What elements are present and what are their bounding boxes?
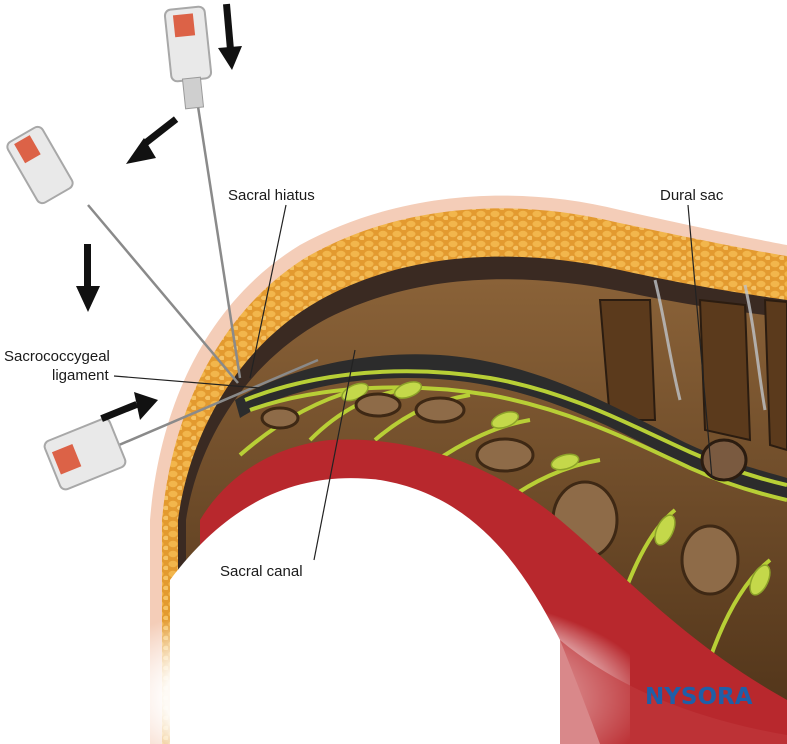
nysora-logo: NYSORA (645, 684, 753, 710)
leader-lines (113, 204, 713, 561)
needle-3 (43, 358, 319, 491)
nerve-ganglia (341, 381, 771, 596)
label-sacral-hiatus: Sacral hiatus (228, 187, 315, 204)
label-sacral-canal: Sacral canal (220, 563, 303, 580)
dural-sac-shape (700, 438, 748, 482)
arrow-down-icon (76, 244, 100, 312)
arrow-down-left-icon (126, 116, 179, 164)
label-sacrococcygeal-line2: ligament (52, 367, 109, 384)
label-sacrococcygeal-line1: Sacrococcygeal (4, 348, 110, 365)
needle-2 (6, 125, 239, 384)
needle-1 (163, 5, 242, 379)
vertebral-bodies (598, 298, 787, 452)
arrow-down-icon (218, 3, 242, 70)
dural-sac-stripes (653, 279, 767, 411)
lower-fade (150, 560, 630, 744)
lower-red-fade (560, 640, 787, 744)
arrow-right-icon (100, 392, 158, 422)
label-dural-sac: Dural sac (660, 187, 724, 204)
